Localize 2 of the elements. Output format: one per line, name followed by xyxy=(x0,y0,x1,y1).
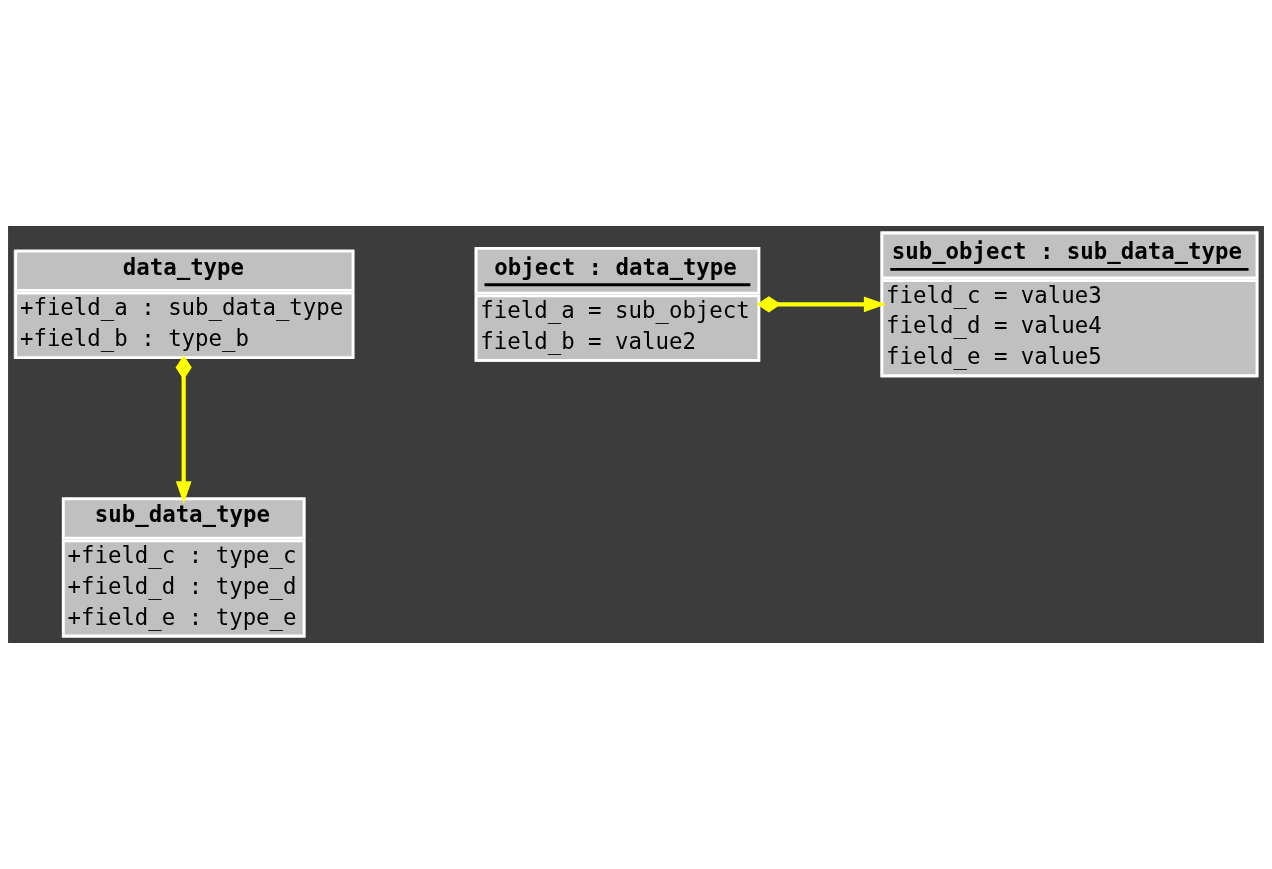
arrow xyxy=(756,296,887,313)
arrow xyxy=(175,355,192,504)
